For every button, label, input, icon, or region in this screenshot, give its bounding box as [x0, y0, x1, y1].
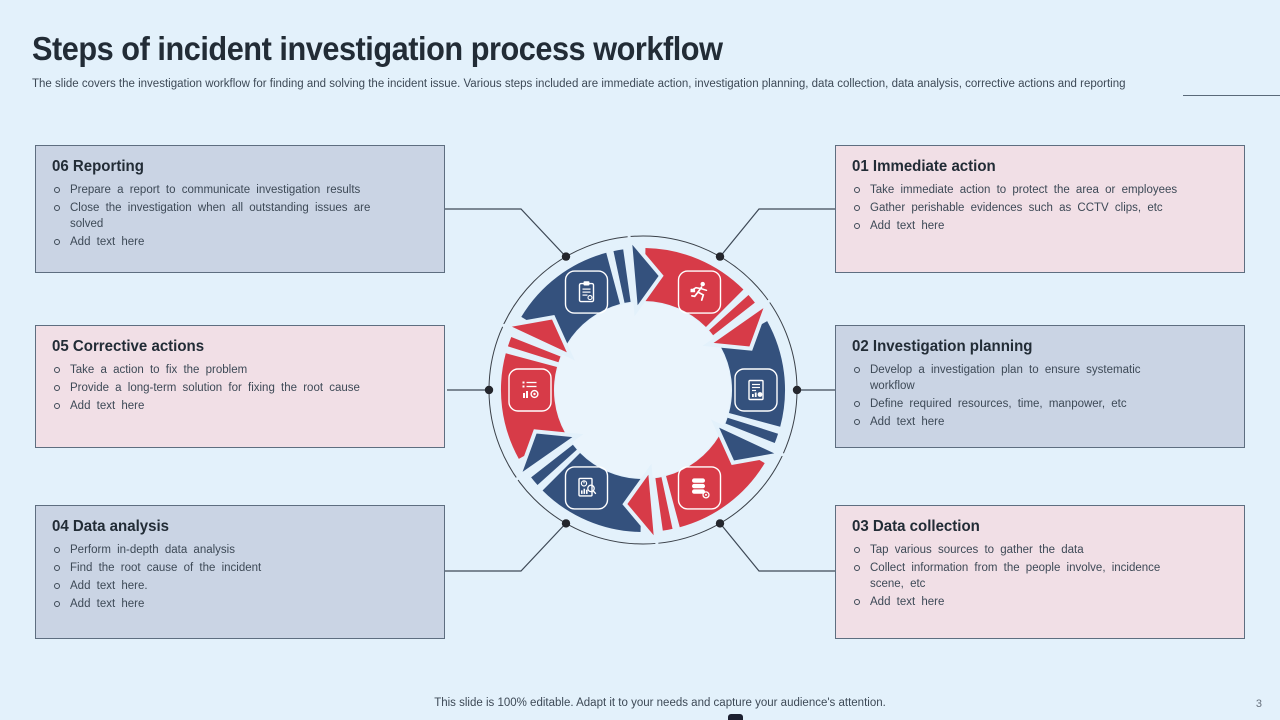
connector-line [719, 208, 835, 258]
node-dot [792, 385, 802, 395]
node-dot [561, 252, 571, 261]
clipboard-report-icon [578, 281, 595, 303]
ring-segment-tab [531, 444, 578, 486]
bullet-item: Take immediate action to protect the are… [852, 183, 1184, 199]
bullet-item: Add text here. [52, 579, 384, 595]
connector-line [719, 522, 835, 572]
ring-segments [498, 232, 788, 548]
step-heading: 04 Data analysis [52, 518, 170, 535]
ring-segment-tab [725, 417, 779, 444]
bullet-item: Prepare a report to communicate investig… [52, 183, 384, 199]
step-box-01-immediate-action: 01 Immediate action Take immediate actio… [835, 145, 1245, 273]
step-box-05-corrective-actions: 05 Corrective actions Take a action to f… [35, 325, 445, 448]
arrowhead [711, 419, 788, 465]
connector-line [445, 522, 567, 572]
planning-document-icon [748, 379, 764, 401]
bullet-item: Add text here [52, 235, 384, 251]
arrowhead [622, 463, 659, 548]
page-title: Steps of incident investigation process … [32, 30, 723, 67]
step-heading: 01 Immediate action [852, 158, 996, 175]
ring-icons [508, 270, 778, 510]
bullet-item: Add text here [52, 399, 384, 415]
icon-frame [564, 270, 609, 314]
bullet-item: Take a action to fix the problem [52, 363, 384, 379]
icon-frame [677, 466, 722, 510]
ring-segment-tab [708, 294, 755, 336]
bullet-item: Add text here [852, 415, 1184, 431]
ring-segment-tab [507, 336, 561, 363]
running-person-icon [690, 281, 708, 301]
node-dot [715, 252, 725, 261]
step-heading: 05 Corrective actions [52, 338, 205, 355]
bullet-item: Close the investigation when all outstan… [52, 201, 384, 233]
arrowhead [702, 297, 772, 351]
step-bullet-list: Prepare a report to communicate investig… [52, 183, 384, 250]
page-subtitle: The slide covers the investigation workf… [32, 78, 1126, 90]
corrective-tools-icon [522, 381, 539, 399]
bullet-item: Add text here [852, 595, 1184, 611]
step-bullet-list: Take immediate action to protect the are… [852, 183, 1184, 235]
step-heading: 06 Reporting [52, 158, 144, 175]
step-box-06-reporting: 06 Reporting Prepare a report to communi… [35, 145, 445, 273]
connector-line [445, 208, 567, 258]
step-box-04-data-analysis: 04 Data analysis Perform in-depth data a… [35, 505, 445, 639]
page-number: 3 [1255, 698, 1262, 710]
icon-frame [677, 270, 722, 314]
icon-frame [734, 368, 778, 412]
step-bullet-list: Develop a investigation plan to ensure s… [852, 363, 1184, 430]
node-dot [561, 519, 571, 528]
bullet-item: Tap various sources to gather the data [852, 543, 1184, 559]
icon-frame [508, 368, 552, 412]
bullet-item: Provide a long-term solution for fixing … [52, 381, 384, 397]
node-dot [484, 385, 494, 395]
bullet-item: Gather perishable evidences such as CCTV… [852, 201, 1184, 217]
icon-frame [564, 466, 609, 510]
bullet-item: Add text here [52, 597, 384, 613]
step-heading: 02 Investigation planning [852, 338, 1033, 355]
inner-disc [555, 302, 731, 478]
node-dots [484, 252, 802, 528]
arrowhead [627, 232, 664, 317]
bullet-item: Collect information from the people invo… [852, 561, 1184, 593]
step-box-03-data-collection: 03 Data collection Tap various sources t… [835, 505, 1245, 639]
bullet-item: Develop a investigation plan to ensure s… [852, 363, 1184, 395]
bottom-watermark-mark [728, 714, 743, 720]
ring-segment-tab [655, 477, 673, 531]
arrowhead [498, 315, 575, 361]
bullet-item: Add text here [852, 219, 1184, 235]
bullet-item: Find the root cause of the incident [52, 561, 384, 577]
bullet-item: Define required resources, time, manpowe… [852, 397, 1184, 413]
database-search-icon [692, 478, 710, 499]
step-box-02-investigation-planning: 02 Investigation planning Develop a inve… [835, 325, 1245, 448]
footer-note: This slide is 100% editable. Adapt it to… [434, 697, 886, 709]
ring-segment-tab [613, 249, 631, 303]
step-heading: 03 Data collection [852, 518, 980, 535]
data-analysis-icon [578, 477, 597, 497]
node-dot [715, 519, 725, 528]
header-rule [1183, 95, 1280, 96]
bullet-item: Perform in-depth data analysis [52, 543, 384, 559]
arrowhead [514, 429, 584, 483]
